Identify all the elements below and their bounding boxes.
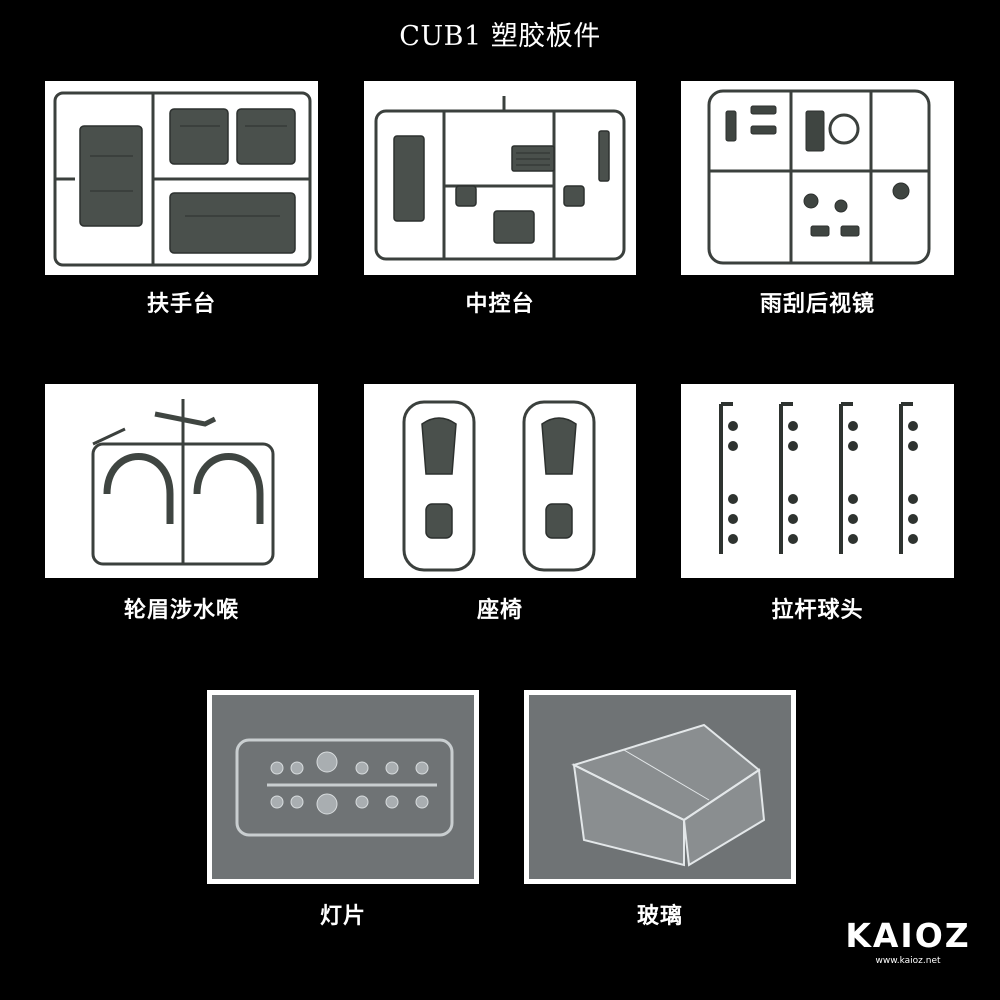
photo-light-lens-sprue	[207, 690, 479, 884]
caption-light-lens: 灯片	[319, 904, 366, 929]
photo-armrest-sprue	[45, 81, 318, 275]
photo-center-console-sprue	[364, 81, 636, 275]
photo-ball-joint-sprue	[681, 384, 954, 578]
photo-seat-sprue	[364, 384, 636, 578]
caption-seats: 座椅	[476, 598, 523, 623]
caption-glass: 玻璃	[636, 904, 683, 929]
caption-ball-joints: 拉杆球头	[771, 598, 864, 623]
caption-wiper-mirror: 雨刮后视镜	[759, 292, 875, 317]
caption-fender-snorkel: 轮眉涉水喉	[123, 598, 239, 623]
photo-wiper-mirror-sprue	[681, 81, 954, 275]
page-title: CUB1 塑胶板件	[399, 21, 601, 52]
photo-glass-part	[524, 690, 796, 884]
logo-text: KAIOZ	[845, 916, 971, 955]
kaioz-logo: KAIOZ www.kaioz.net	[838, 916, 978, 967]
photo-fender-snorkel-sprue	[45, 384, 318, 578]
caption-armrest: 扶手台	[146, 292, 216, 317]
logo-url: www.kaioz.net	[875, 956, 941, 966]
caption-center-console: 中控台	[465, 292, 535, 317]
